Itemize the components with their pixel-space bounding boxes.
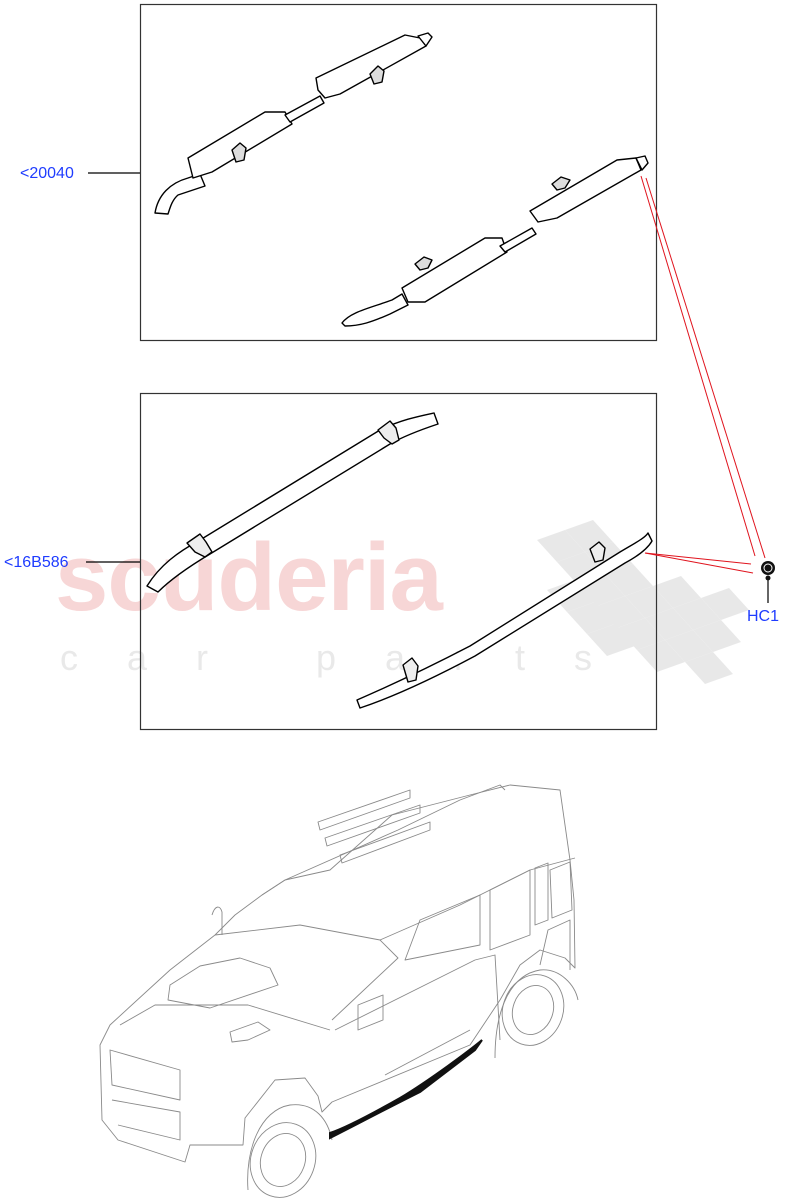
callout-HC1[interactable]: HC1 — [747, 608, 780, 625]
vehicle-side-step-highlight — [329, 1039, 483, 1140]
box-middle-frame — [139, 392, 658, 731]
fastener-hc1-part — [761, 561, 775, 581]
box-top-frame — [139, 3, 658, 342]
reference-lines — [640, 175, 766, 574]
watermark-brand: scuderia — [55, 524, 443, 631]
side-step-upper — [154, 32, 433, 215]
vehicle-outline — [99, 784, 579, 1198]
side-step-lower — [341, 155, 649, 327]
callout-20040[interactable]: <20040 — [20, 165, 74, 182]
roof-rail-upper — [146, 412, 439, 593]
watermark-tagline: car parts — [60, 637, 642, 678]
callout-16B586[interactable]: <16B586 — [4, 554, 69, 571]
roof-rail-lower — [356, 532, 653, 709]
